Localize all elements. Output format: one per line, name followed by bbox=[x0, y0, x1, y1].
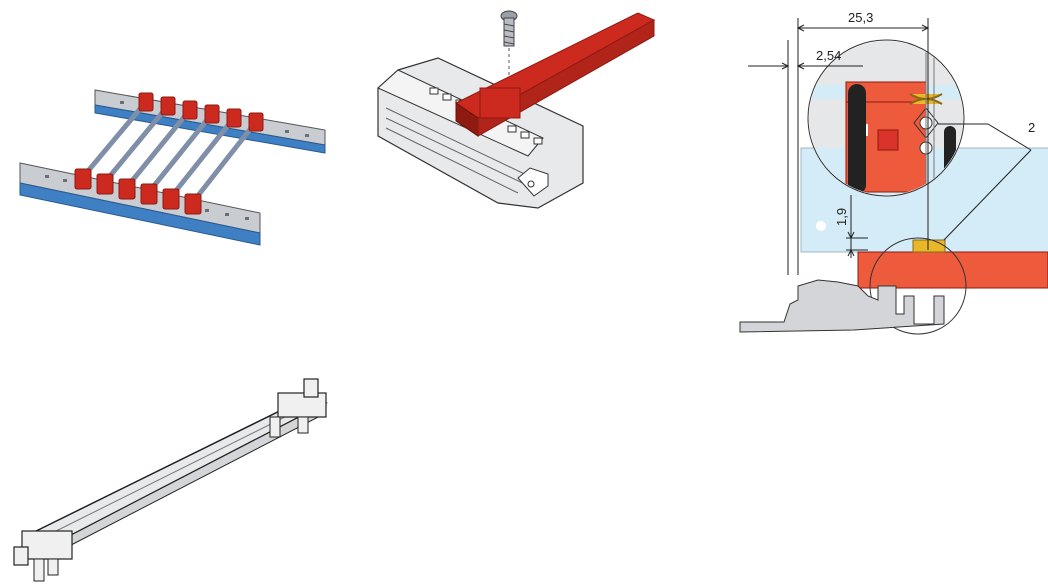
extrusion-profile bbox=[739, 279, 945, 333]
dim-width-total-label: 25,3 bbox=[848, 10, 873, 25]
dimension-drawing: 25,3 2,54 1,9 2 bbox=[739, 10, 1048, 335]
detail-magnifier-lower bbox=[869, 237, 967, 335]
card-guide-strip bbox=[857, 251, 1048, 289]
callout-number: 2 bbox=[1028, 120, 1035, 135]
dim-offset-label: 2,54 bbox=[816, 48, 841, 63]
single-card-guide-illustration bbox=[13, 378, 328, 582]
dim-height-label: 1,9 bbox=[834, 208, 849, 226]
screw-mounting-illustration bbox=[377, 10, 656, 209]
dimension-lines bbox=[748, 18, 1032, 275]
guide-rail-assembly-illustration bbox=[19, 89, 326, 246]
card-guide-rail-assembly-icon bbox=[19, 89, 326, 246]
card-guide-screw-mount-icon bbox=[377, 10, 656, 209]
single-card-guide-rail-icon bbox=[13, 378, 328, 582]
